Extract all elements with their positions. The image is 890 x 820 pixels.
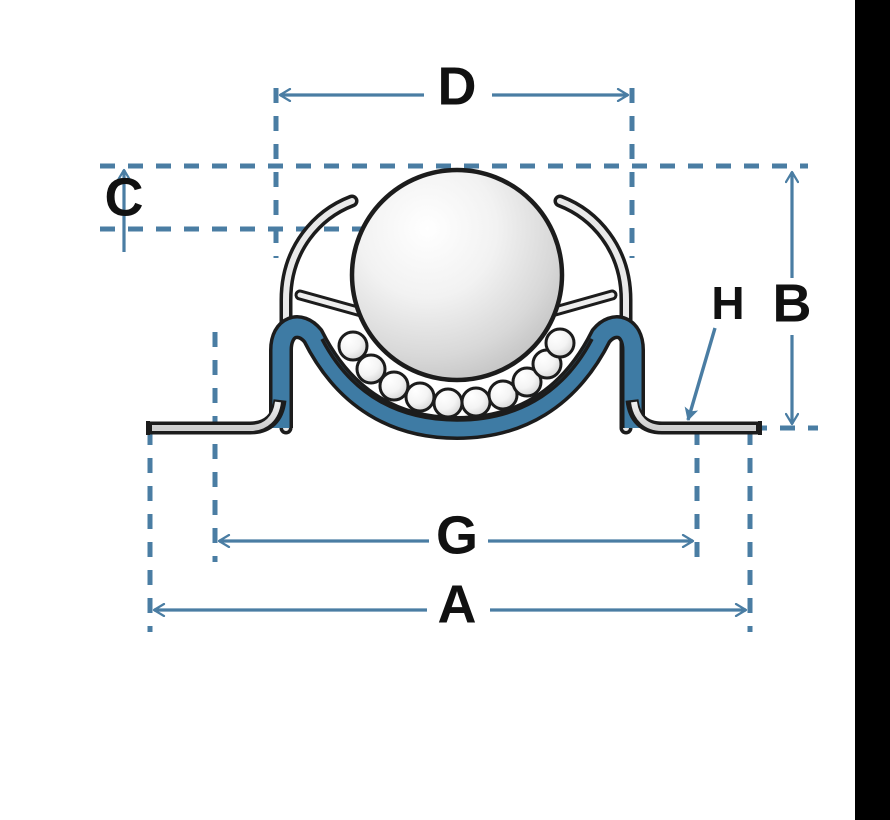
dim-label-G: G	[436, 505, 478, 565]
dimension-arrows	[124, 95, 792, 610]
dim-label-H: H	[711, 277, 744, 329]
bearing-ball	[404, 381, 436, 413]
housing-shell-right-inner	[557, 198, 629, 431]
housing-shell-left-inner	[283, 198, 355, 431]
bearing-ball	[511, 366, 543, 398]
dim-label-D: D	[438, 56, 477, 116]
mounting-flange-left-inner	[152, 401, 281, 431]
right-black-bar	[855, 0, 890, 820]
bearing-cup-race-fill	[272, 318, 642, 437]
mounting-flange-right-inner	[631, 401, 756, 431]
bearing-ball	[337, 330, 369, 362]
bearing-ball	[378, 370, 410, 402]
dim-label-B: B	[773, 273, 812, 333]
race-inner-liner	[320, 338, 594, 422]
dim-label-C: C	[105, 167, 144, 227]
bearing-ball	[460, 386, 492, 418]
dimension-labels: D C B H G A	[105, 56, 812, 634]
dim-H-leader	[684, 327, 717, 421]
bearing-ball	[487, 379, 519, 411]
dim-label-A: A	[438, 574, 477, 634]
bearing-ball	[432, 387, 464, 419]
main-ball	[349, 167, 565, 383]
bearing-balls-group	[337, 327, 576, 419]
bearing-ball	[355, 353, 387, 385]
ball-transfer-unit-assembly	[146, 167, 762, 440]
bearing-ball	[544, 327, 576, 359]
extension-lines	[100, 88, 818, 632]
